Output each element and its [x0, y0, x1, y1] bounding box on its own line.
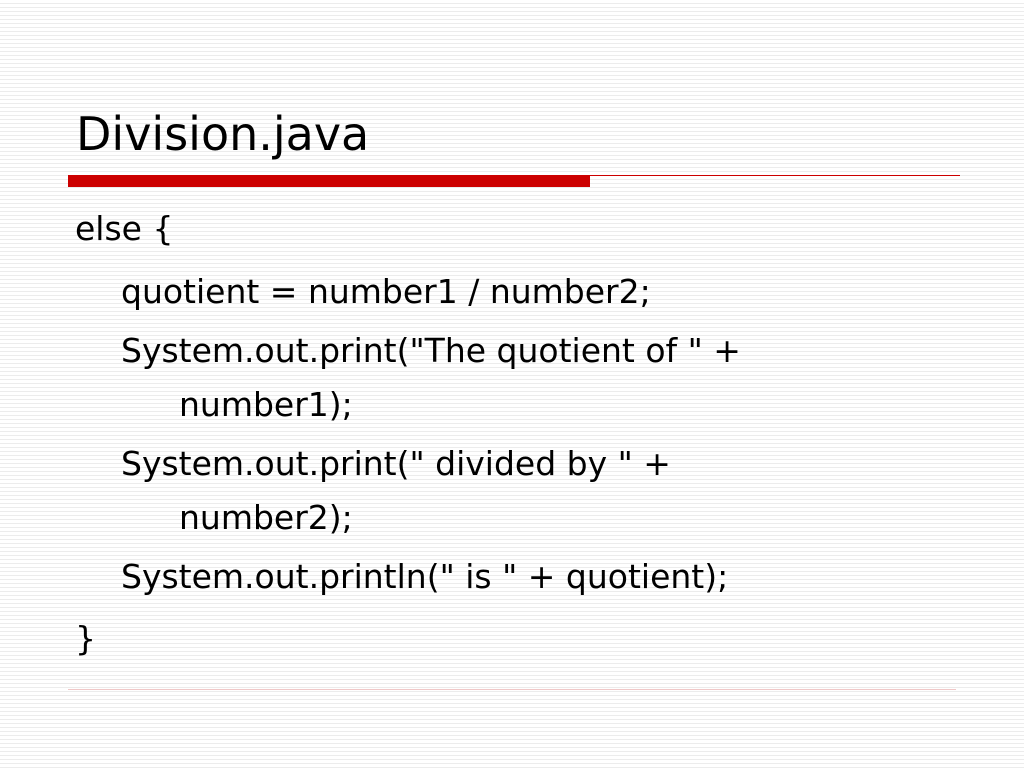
code-line-println-result: System.out.println(" is " + quotient); — [121, 557, 729, 596]
code-line-print-quotient-cont: number1); — [179, 385, 353, 424]
slide-title: Division.java — [76, 107, 370, 161]
code-line-close-brace: } — [75, 619, 96, 658]
code-line-print-divided: System.out.print(" divided by " + — [121, 444, 671, 483]
title-divider-rule — [590, 175, 960, 176]
code-line-print-quotient: System.out.print("The quotient of " + — [121, 331, 741, 370]
footer-divider-rule — [68, 689, 956, 690]
code-line-else: else { — [75, 209, 174, 248]
code-line-quotient: quotient = number1 / number2; — [121, 272, 651, 311]
code-line-print-divided-cont: number2); — [179, 498, 353, 537]
title-accent-rule — [68, 175, 590, 187]
